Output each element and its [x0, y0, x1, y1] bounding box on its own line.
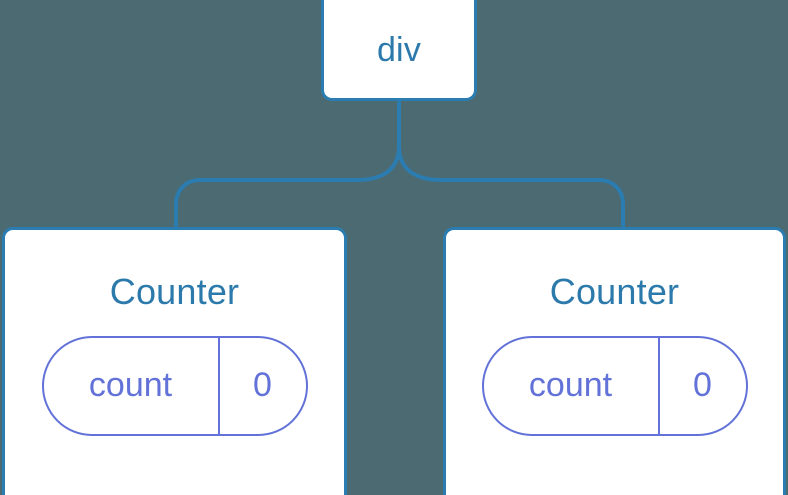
counter-left-state-key: count: [44, 338, 220, 434]
counter-left-title: Counter: [109, 271, 240, 312]
counter-right-title: Counter: [549, 271, 680, 312]
counter-right-state-key: count: [484, 338, 660, 434]
counter-left-state-pill[interactable]: count 0: [41, 336, 308, 436]
node-counter-right[interactable]: Counter count 0: [443, 227, 786, 495]
node-div-label: div: [376, 30, 422, 69]
edge-root-to-counter-left: [174, 98, 401, 231]
node-div[interactable]: div: [321, 0, 477, 101]
counter-right-state-pill[interactable]: count 0: [481, 336, 748, 436]
edge-root-to-counter-right: [397, 98, 625, 231]
counter-left-state-value: 0: [253, 366, 272, 404]
counter-right-state-value: 0: [693, 366, 712, 404]
node-counter-left[interactable]: Counter count 0: [2, 227, 347, 495]
